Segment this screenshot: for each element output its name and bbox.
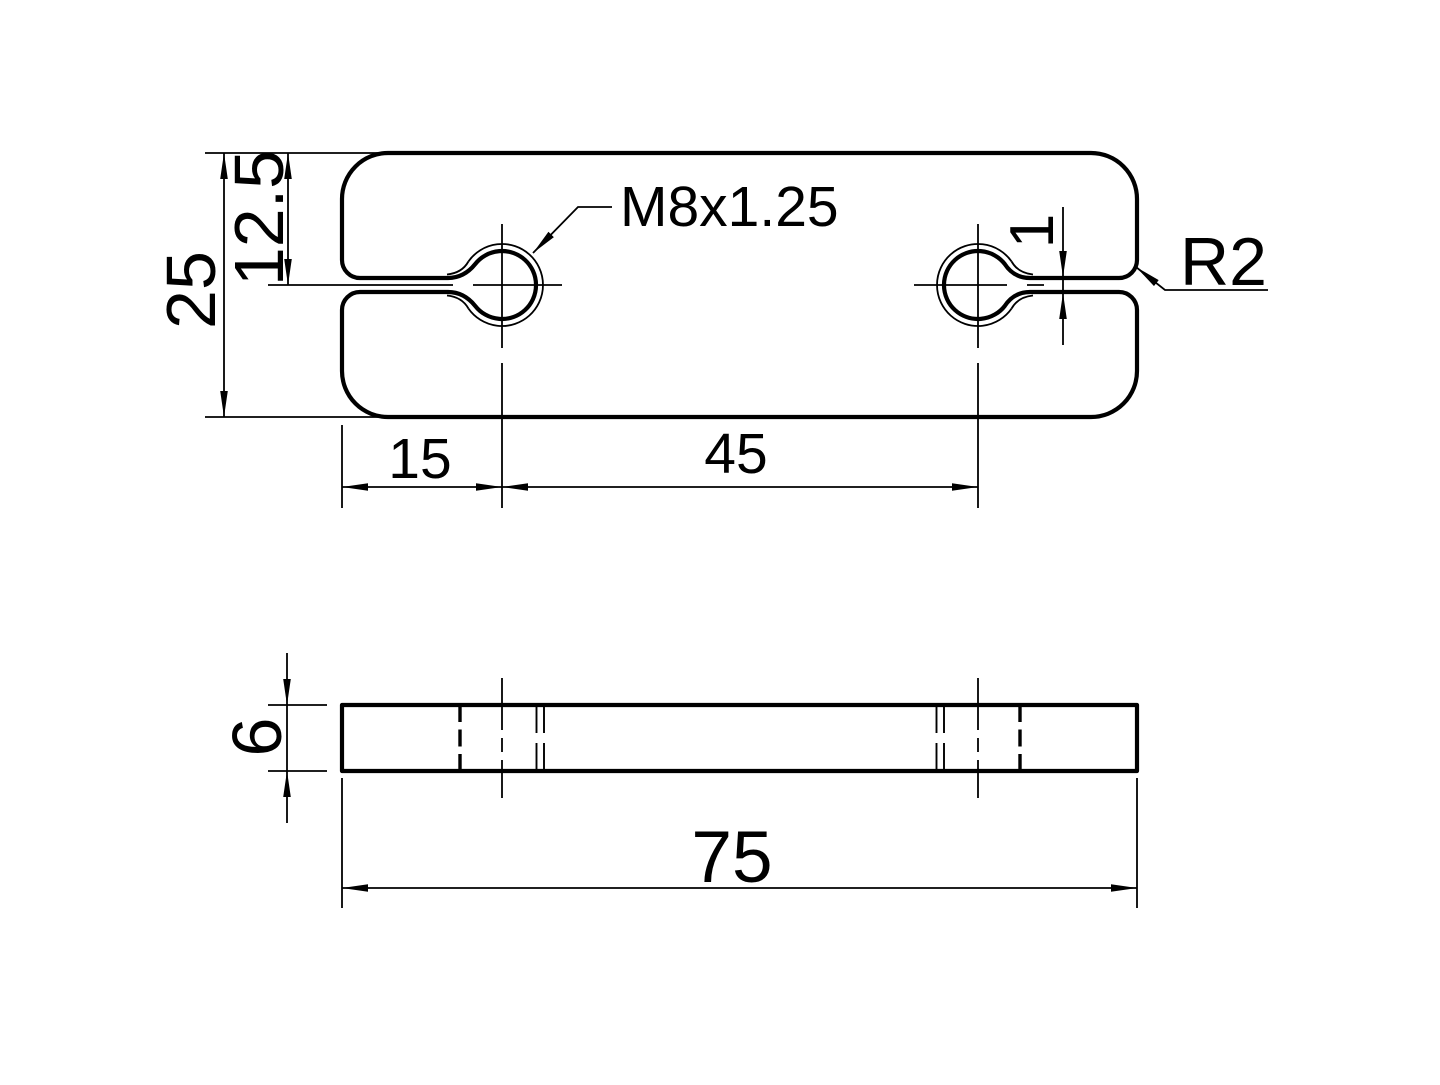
plate-outline xyxy=(339,150,1140,420)
top-view: 25 12.5 15 45 1 M8x1.25 xyxy=(152,150,1268,508)
dim-hole-positions: 15 45 xyxy=(341,422,978,508)
right-hole-centerlines xyxy=(914,224,1044,508)
radius-callout-label: R2 xyxy=(1180,224,1267,300)
right-hole-thread-flare-top xyxy=(1010,261,1034,276)
side-view-outline xyxy=(339,702,1140,774)
dim-hole-offset-label: 12.5 xyxy=(220,150,298,286)
left-hole-thread-flare-bottom xyxy=(446,294,470,309)
dim-plate-length-label: 75 xyxy=(691,817,772,898)
thread-callout-label: M8x1.25 xyxy=(620,175,839,239)
right-hole-hidden-lines xyxy=(935,705,1022,771)
right-hole-thread-flare-bottom xyxy=(1010,294,1034,309)
dim-plate-height-label: 25 xyxy=(152,251,230,329)
left-hole-thread-flare-top xyxy=(446,261,470,276)
dim-hole-spacing-label: 45 xyxy=(704,422,767,486)
dim-plate-height: 25 xyxy=(152,152,390,418)
dim-hole-offset: 12.5 xyxy=(220,150,298,286)
side-view: 6 75 xyxy=(218,653,1140,908)
dim-left-hole-label: 15 xyxy=(388,427,451,491)
thread-callout: M8x1.25 xyxy=(532,175,839,254)
left-hole-hidden-lines xyxy=(458,705,545,771)
dim-slot-width: 1 xyxy=(998,207,1067,345)
dim-thickness-label: 6 xyxy=(218,718,296,757)
dim-plate-length: 75 xyxy=(341,778,1138,908)
dim-thickness: 6 xyxy=(218,653,327,823)
radius-callout: R2 xyxy=(1135,224,1268,300)
dim-slot-width-label: 1 xyxy=(998,214,1067,248)
